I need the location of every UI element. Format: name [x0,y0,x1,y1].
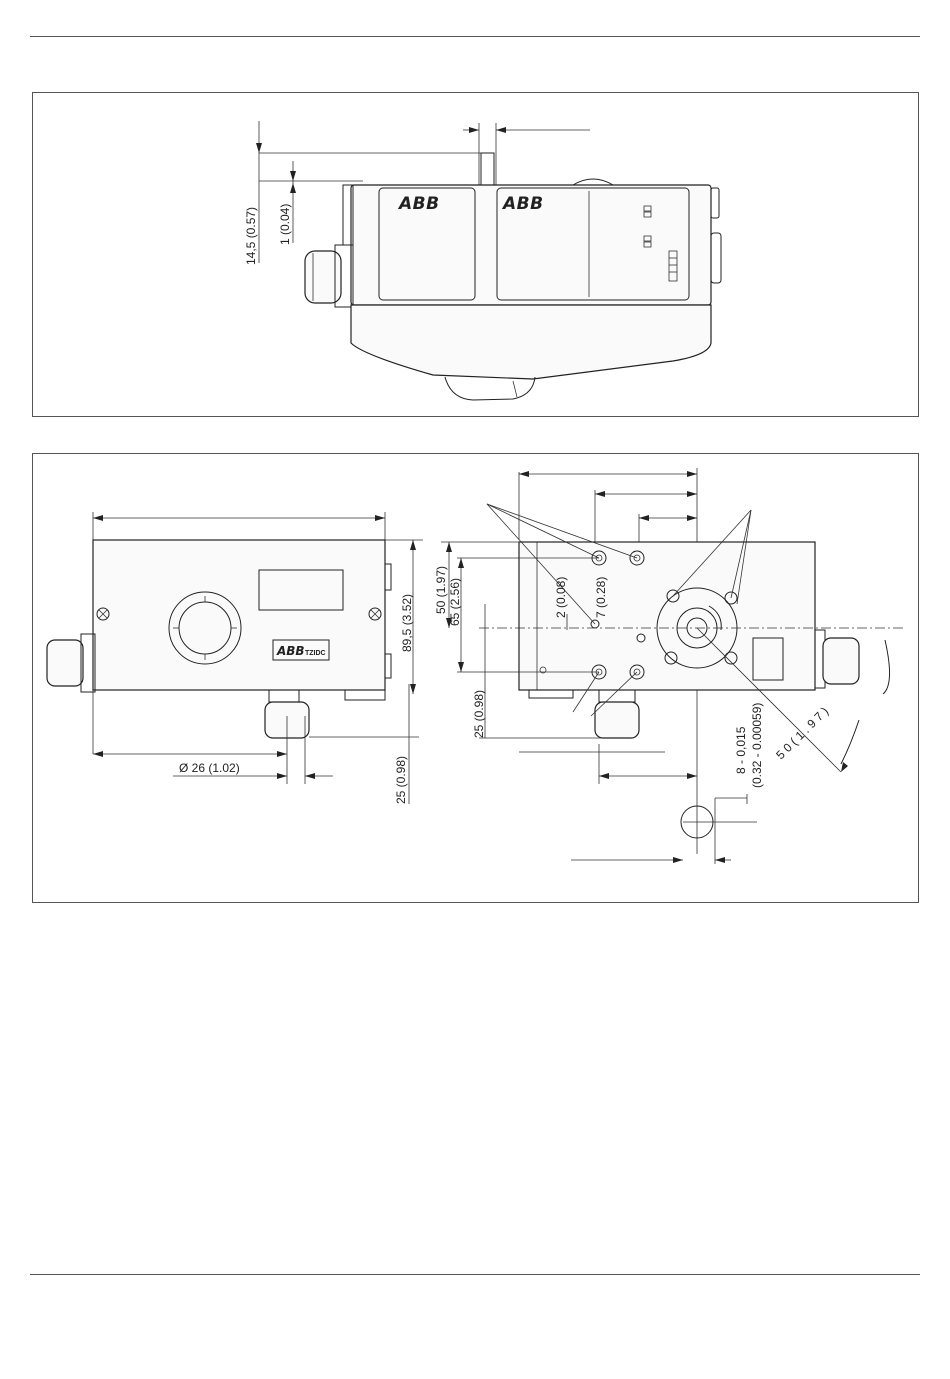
abb-logo-left: ABB [397,194,440,214]
dim-shaft-in-label: (0.32 - 0.00059) [750,703,764,788]
housing-lower [351,305,711,379]
abb-logo-front: ABB [276,644,305,658]
arrow [256,143,262,153]
base-step [345,690,385,700]
rear-bottom-gland [595,702,639,738]
dim-65-label: 65 (2.56) [448,578,462,626]
dim-height-label: 14,5 (0.57) [244,207,258,265]
side-view-panel: 14,5 (0.57) 1 (0.04) ABB ABB [32,92,919,417]
dim-front-height-label: 89,5 (3.52) [400,594,414,652]
side-view-drawing: 14,5 (0.57) 1 (0.04) ABB ABB [33,93,918,416]
front-rear-drawing: ABB TZIDC Ø 26 (1.02) 89,5 (3.52) 2 [33,454,918,902]
cable-gland-right [823,638,859,684]
bottom-rule [30,1274,920,1275]
dim-7-label: 7 (0.28) [594,577,608,618]
arrow [496,127,506,133]
abb-logo-right: ABB [501,194,544,214]
cable-gland-left [47,640,83,686]
logo-suffix: TZIDC [305,650,326,657]
dim-25-label: 25 (0.98) [472,690,486,738]
arrow [290,171,296,181]
bottom-connector [269,690,299,702]
arrow [290,183,296,193]
dim-2-label: 2 (0.08) [554,577,568,618]
dim-offset-label: 1 (0.04) [278,204,292,245]
indicator-dome [573,179,613,185]
dim-50-label: 50 (1.97) [434,566,448,614]
shaft-stub [481,153,494,185]
front-rear-view-panel: ABB TZIDC Ø 26 (1.02) 89,5 (3.52) 2 [32,453,919,903]
dim-gland-dia-label: Ø 26 (1.02) [179,761,240,775]
side-plug-bottom [711,233,721,283]
dim-cable-label: 25 (0.98) [394,756,408,804]
side-plug-top [711,188,719,218]
cable-gland [305,251,341,303]
dim-shaft-mm-label: 8 - 0,015 [734,726,748,774]
bottom-boss [445,377,535,400]
top-rule [30,36,920,37]
arrow [469,127,479,133]
